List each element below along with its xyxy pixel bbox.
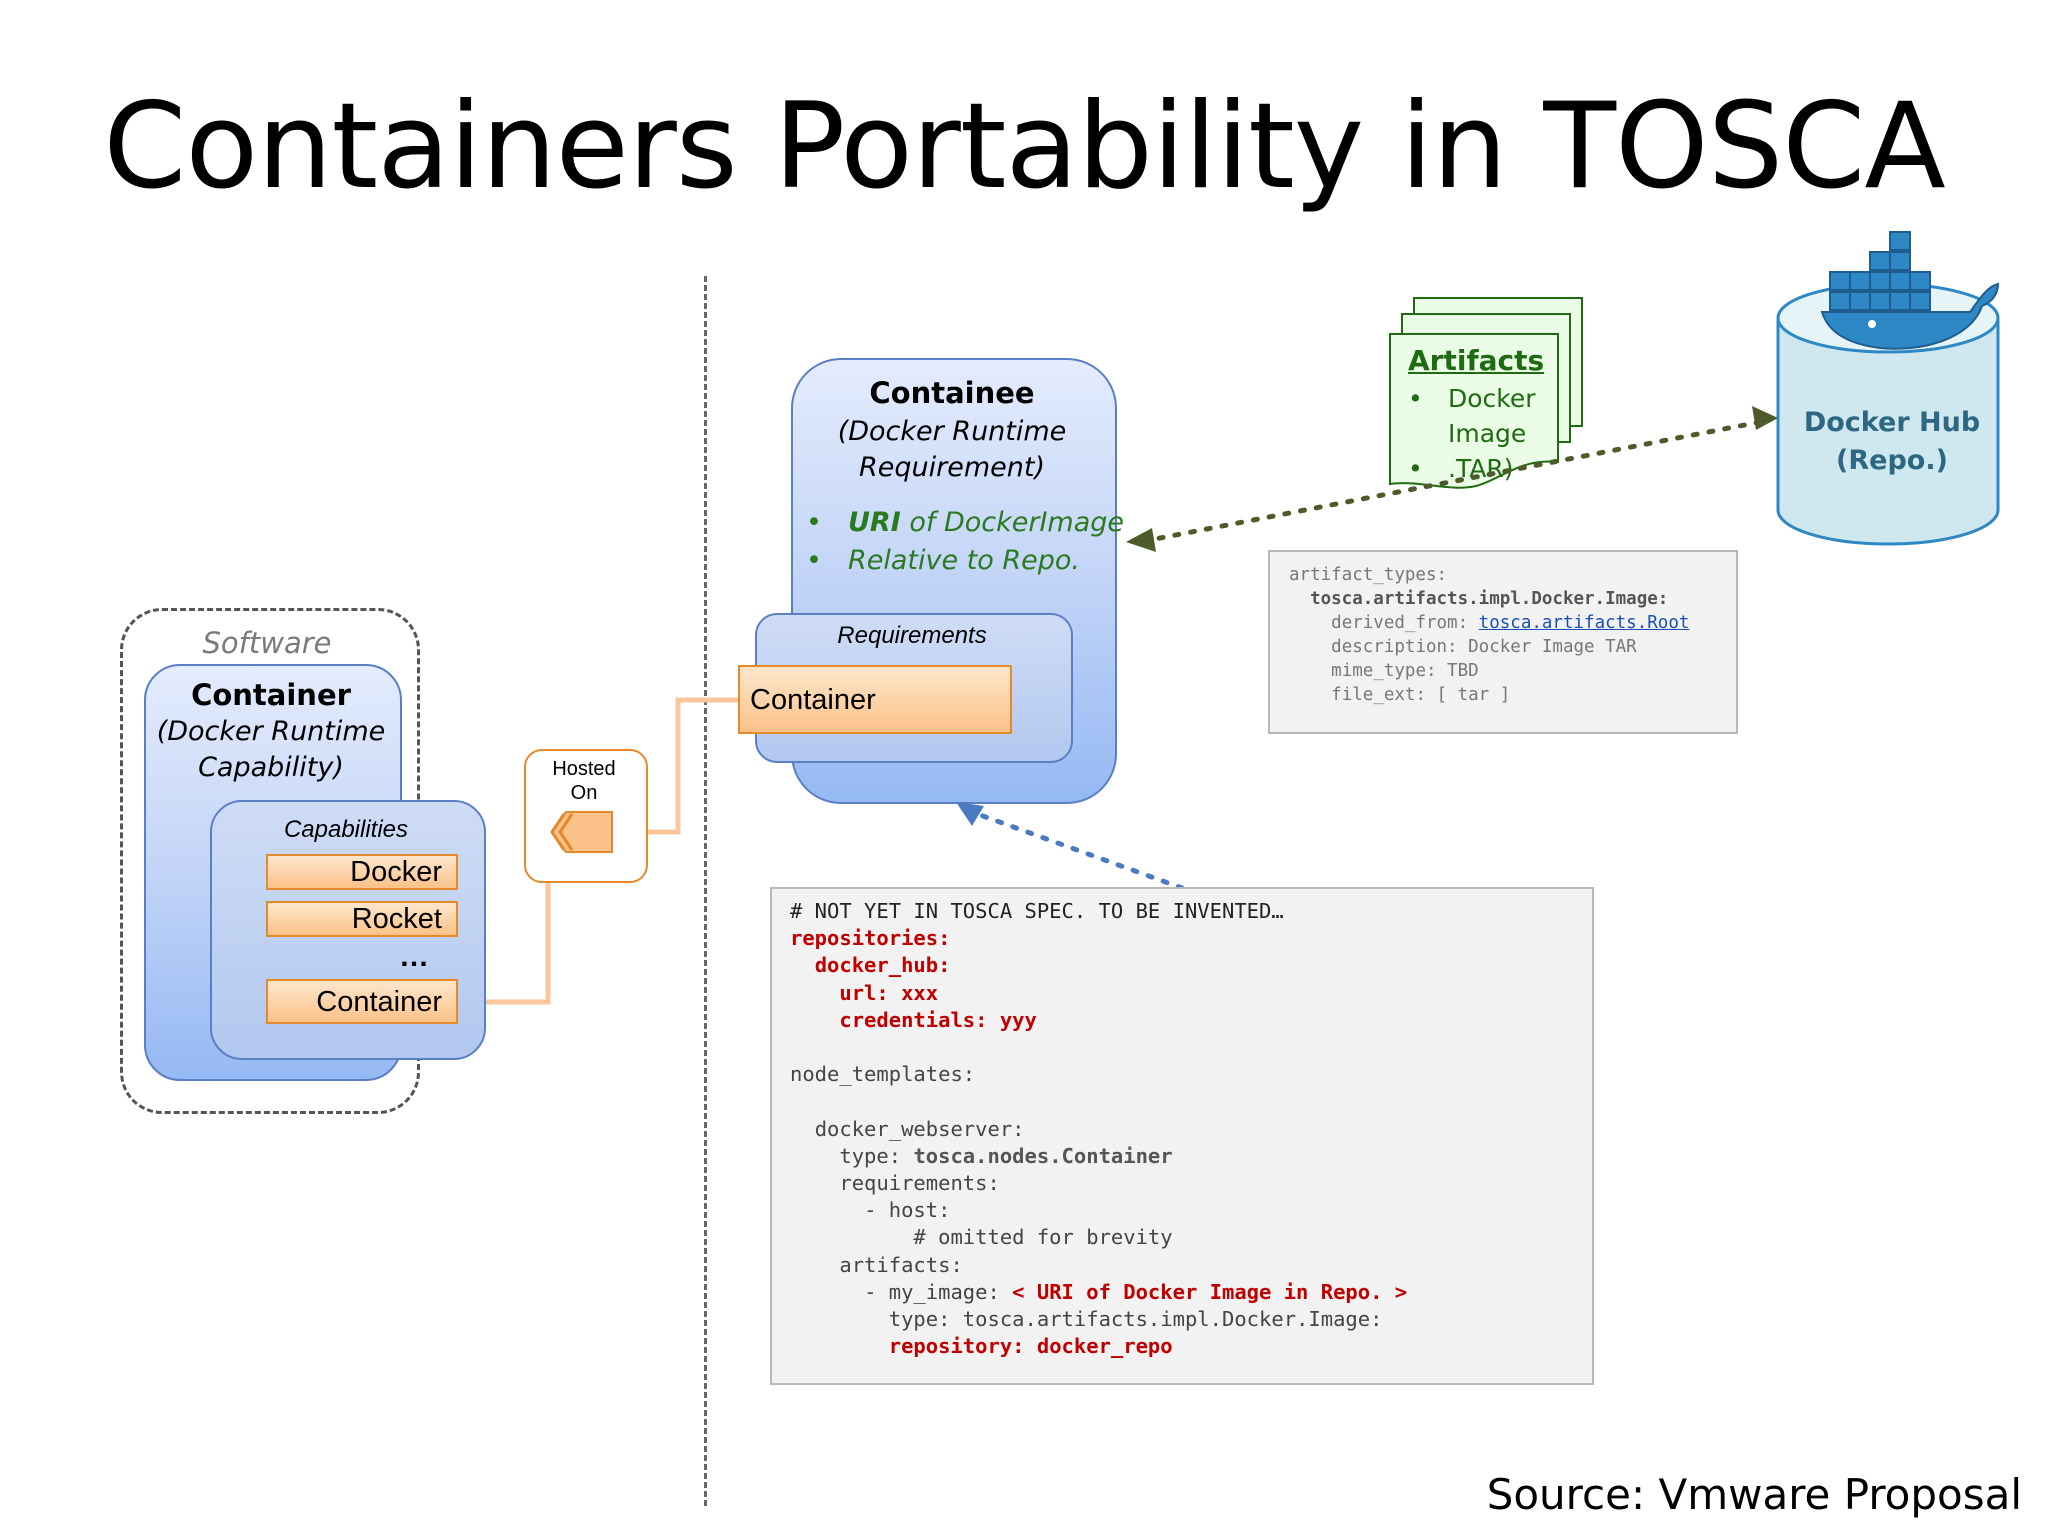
containee-bullet-uri-rest: of DockerImage: [900, 507, 1125, 538]
code-docker-hub: docker_hub:: [814, 953, 951, 978]
docker-hub-label: Docker Hub (Repo.): [1780, 404, 2004, 480]
code-type-key: type:: [839, 1143, 914, 1168]
section-divider: [704, 276, 707, 1506]
code-node-templates: node_templates:: [790, 1062, 976, 1087]
software-label: Software: [202, 626, 332, 660]
hosted-on-label: Hosted On: [524, 757, 644, 805]
code-url: url: xxx: [839, 980, 939, 1005]
container-node-title: Container: [191, 678, 351, 712]
capabilities-ellipsis: …: [399, 940, 429, 973]
hosted-on-connector-left: [458, 832, 551, 1005]
container-node-subtitle: (Docker Runtime Capability): [144, 714, 398, 786]
container-subtitle-line-2: Capability): [198, 752, 344, 783]
code-docker-webserver: docker_webserver:: [814, 1116, 1025, 1141]
slide-title: Containers Portability in TOSCA: [103, 78, 1946, 216]
source-credit: Source: Vmware Proposal: [1486, 1470, 2022, 1519]
code-docker-image-type: tosca.artifacts.impl.Docker.Image:: [1310, 589, 1669, 609]
code-description: description: Docker Image TAR: [1331, 637, 1637, 657]
containee-bullet-list: URI of DockerImage Relative to Repo.: [806, 504, 1124, 580]
containee-bullet-relative: Relative to Repo.: [806, 542, 1124, 580]
code-host: - host:: [864, 1198, 951, 1223]
requirements-label: Requirements: [837, 622, 987, 649]
requirement-container[interactable]: Container: [738, 665, 1012, 734]
artifact-item-docker-image: Docker Image: [1408, 381, 1544, 451]
code-my-image-value: < URI of Docker Image in Repo. >: [1012, 1279, 1408, 1304]
code-type-value: tosca.nodes.Container: [913, 1143, 1173, 1168]
containee-subtitle-line-2: Requirement): [859, 452, 1045, 483]
containee-title: Containee: [869, 376, 1035, 410]
code-repository: repository: docker_repo: [888, 1334, 1173, 1359]
container-subtitle-line-1: (Docker Runtime: [156, 716, 386, 747]
code-my-image-key: - my_image:: [864, 1279, 1013, 1304]
capability-rocket[interactable]: Rocket: [266, 901, 458, 937]
capability-container[interactable]: Container: [266, 979, 458, 1024]
artifact-item-docker-image-text: Docker Image: [1448, 384, 1536, 448]
docker-hub-line-1: Docker Hub: [1803, 407, 1981, 438]
code-artifact-types: artifact_types:: [1289, 565, 1448, 585]
code-artifacts: artifacts:: [839, 1252, 963, 1277]
containee-subtitle-line-1: (Docker Runtime: [837, 416, 1067, 447]
code-comment: # NOT YET IN TOSCA SPEC. TO BE INVENTED…: [790, 899, 1284, 923]
containee-arrowhead-left: [1126, 528, 1156, 552]
capabilities-label: Capabilities: [283, 816, 409, 843]
template-to-containee-arrow: [969, 809, 1185, 891]
node-template-code: # NOT YET IN TOSCA SPEC. TO BE INVENTED……: [790, 898, 1407, 1360]
template-arrowhead: [956, 802, 984, 826]
hosted-on-label-line-1: Hosted: [552, 758, 616, 780]
code-omitted: # omitted for brevity: [913, 1225, 1173, 1250]
repo-to-containee-arrow: [1147, 419, 1763, 543]
code-requirements: requirements:: [839, 1171, 1000, 1196]
containee-bullet-uri: URI of DockerImage: [806, 504, 1124, 542]
artifact-types-code-box: [1268, 550, 1738, 734]
code-artifact-type: type: tosca.artifacts.impl.Docker.Image:: [888, 1307, 1383, 1332]
code-derived-from-link[interactable]: tosca.artifacts.Root: [1478, 613, 1690, 633]
hosted-on-label-line-2: On: [570, 782, 598, 804]
code-repositories: repositories:: [790, 926, 951, 951]
code-credentials: credentials: yyy: [839, 1007, 1037, 1032]
artifacts-title: Artifacts: [1408, 344, 1545, 377]
hosted-on-chevron-icon: [550, 811, 613, 853]
code-derived-from-key: derived_from:: [1331, 613, 1479, 633]
docker-hub-line-2: (Repo.): [1836, 445, 1948, 476]
node-template-code-box: [770, 887, 1594, 1385]
code-file-ext: file_ext: [ tar ]: [1331, 685, 1511, 705]
docker-whale-logo: [1820, 231, 2000, 350]
repo-arrowhead-right: [1752, 406, 1778, 430]
capability-docker[interactable]: Docker: [266, 854, 458, 890]
code-mime-type: mime_type: TBD: [1331, 661, 1479, 681]
containee-subtitle: (Docker Runtime Requirement): [791, 414, 1113, 486]
containee-bullet-uri-bold: URI: [848, 507, 901, 538]
artifact-types-code: artifact_types: tosca.artifacts.impl.Doc…: [1289, 563, 1689, 707]
